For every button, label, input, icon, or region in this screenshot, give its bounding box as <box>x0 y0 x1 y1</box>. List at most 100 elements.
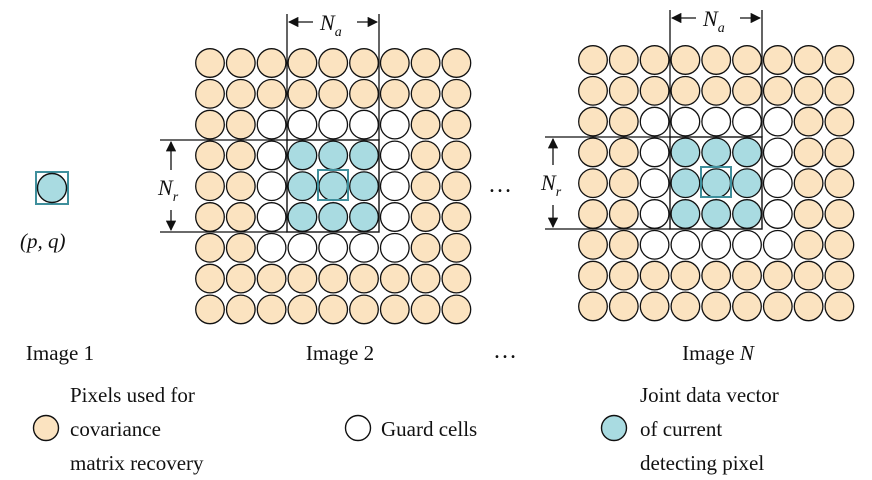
covariance-cell <box>608 45 639 75</box>
guard-cell <box>639 168 670 199</box>
pixel-marker-box <box>35 171 69 205</box>
guard-cell <box>379 171 410 202</box>
covariance-cell <box>195 232 225 263</box>
covariance-cell <box>670 45 701 75</box>
covariance-cell <box>441 78 472 109</box>
covariance-cell <box>608 106 639 137</box>
legend-text-joint-3: detecting pixel <box>640 451 764 475</box>
covariance-cell <box>379 263 410 294</box>
guard-cell <box>256 232 287 263</box>
covariance-cell <box>441 109 472 140</box>
guard-cell <box>287 232 318 263</box>
covariance-cell <box>793 137 824 168</box>
covariance-cell <box>318 263 349 294</box>
guard-cell <box>287 109 318 140</box>
guard-cell <box>639 229 670 260</box>
covariance-cell <box>225 232 256 263</box>
ellipsis-labels: … <box>493 338 517 364</box>
covariance-cell <box>608 291 639 322</box>
guard-cell <box>762 199 793 229</box>
covariance-cell <box>441 48 472 78</box>
guard-cell <box>256 202 287 232</box>
guard-cell <box>379 109 410 140</box>
guard-cell <box>318 109 349 140</box>
joint-cell <box>349 202 379 232</box>
covariance-cell <box>195 78 225 109</box>
covariance-cell <box>318 294 349 325</box>
imageN-grid <box>578 45 855 322</box>
covariance-cell <box>195 202 225 232</box>
pixel-coordinate-label: (p, q) <box>20 229 66 253</box>
covariance-cell <box>410 109 441 140</box>
legend: Pixels used for covariance matrix recove… <box>32 383 779 475</box>
covariance-cell <box>701 291 732 322</box>
covariance-cell <box>670 260 701 291</box>
covariance-cell <box>824 199 855 229</box>
covariance-cell <box>410 78 441 109</box>
covariance-cell <box>732 75 762 106</box>
covariance-cell <box>195 171 225 202</box>
joint-cell <box>670 137 701 168</box>
center-pixel-box <box>700 166 732 198</box>
covariance-cell <box>732 45 762 75</box>
joint-cell <box>701 137 732 168</box>
covariance-cell <box>379 48 410 78</box>
covariance-cell <box>608 260 639 291</box>
covariance-cell <box>410 232 441 263</box>
covariance-cell <box>349 48 379 78</box>
covariance-cell <box>793 260 824 291</box>
covariance-cell <box>578 45 608 75</box>
joint-cell <box>318 202 349 232</box>
covariance-cell <box>225 140 256 171</box>
covariance-cell <box>441 294 472 325</box>
covariance-cell <box>195 109 225 140</box>
legend-text-covariance-3: matrix recovery <box>70 451 204 475</box>
covariance-cell <box>256 294 287 325</box>
covariance-cell <box>225 294 256 325</box>
covariance-cell <box>287 78 318 109</box>
guard-cell <box>349 109 379 140</box>
guard-cell <box>762 168 793 199</box>
covariance-cell <box>824 260 855 291</box>
covariance-cell <box>762 291 793 322</box>
legend-swatch-covariance <box>32 414 60 442</box>
covariance-cell <box>225 78 256 109</box>
image1-pixel <box>35 171 69 205</box>
covariance-cell <box>793 106 824 137</box>
covariance-cell <box>256 48 287 78</box>
covariance-cell <box>670 75 701 106</box>
covariance-cell <box>793 291 824 322</box>
covariance-cell <box>578 106 608 137</box>
joint-cell <box>287 140 318 171</box>
covariance-cell <box>578 229 608 260</box>
joint-cell <box>732 199 762 229</box>
covariance-cell <box>410 202 441 232</box>
covariance-cell <box>195 294 225 325</box>
guard-cell <box>379 232 410 263</box>
covariance-cell <box>287 48 318 78</box>
caption-imageN: Image N <box>682 341 755 365</box>
joint-cell <box>318 140 349 171</box>
covariance-cell <box>287 294 318 325</box>
guard-cell <box>639 199 670 229</box>
joint-cell <box>670 199 701 229</box>
legend-text-guard: Guard cells <box>381 417 477 441</box>
nr-label: Nr <box>157 175 179 205</box>
guard-cell <box>256 140 287 171</box>
na-label: Na <box>702 6 725 36</box>
covariance-cell <box>670 291 701 322</box>
covariance-cell <box>256 78 287 109</box>
covariance-cell <box>578 291 608 322</box>
covariance-cell <box>824 75 855 106</box>
guard-cell <box>639 137 670 168</box>
guard-cell <box>762 229 793 260</box>
covariance-cell <box>608 199 639 229</box>
guard-cell <box>701 229 732 260</box>
covariance-cell <box>608 229 639 260</box>
guard-cell <box>256 109 287 140</box>
covariance-cell <box>410 294 441 325</box>
covariance-cell <box>762 260 793 291</box>
covariance-cell <box>349 78 379 109</box>
covariance-cell <box>732 260 762 291</box>
